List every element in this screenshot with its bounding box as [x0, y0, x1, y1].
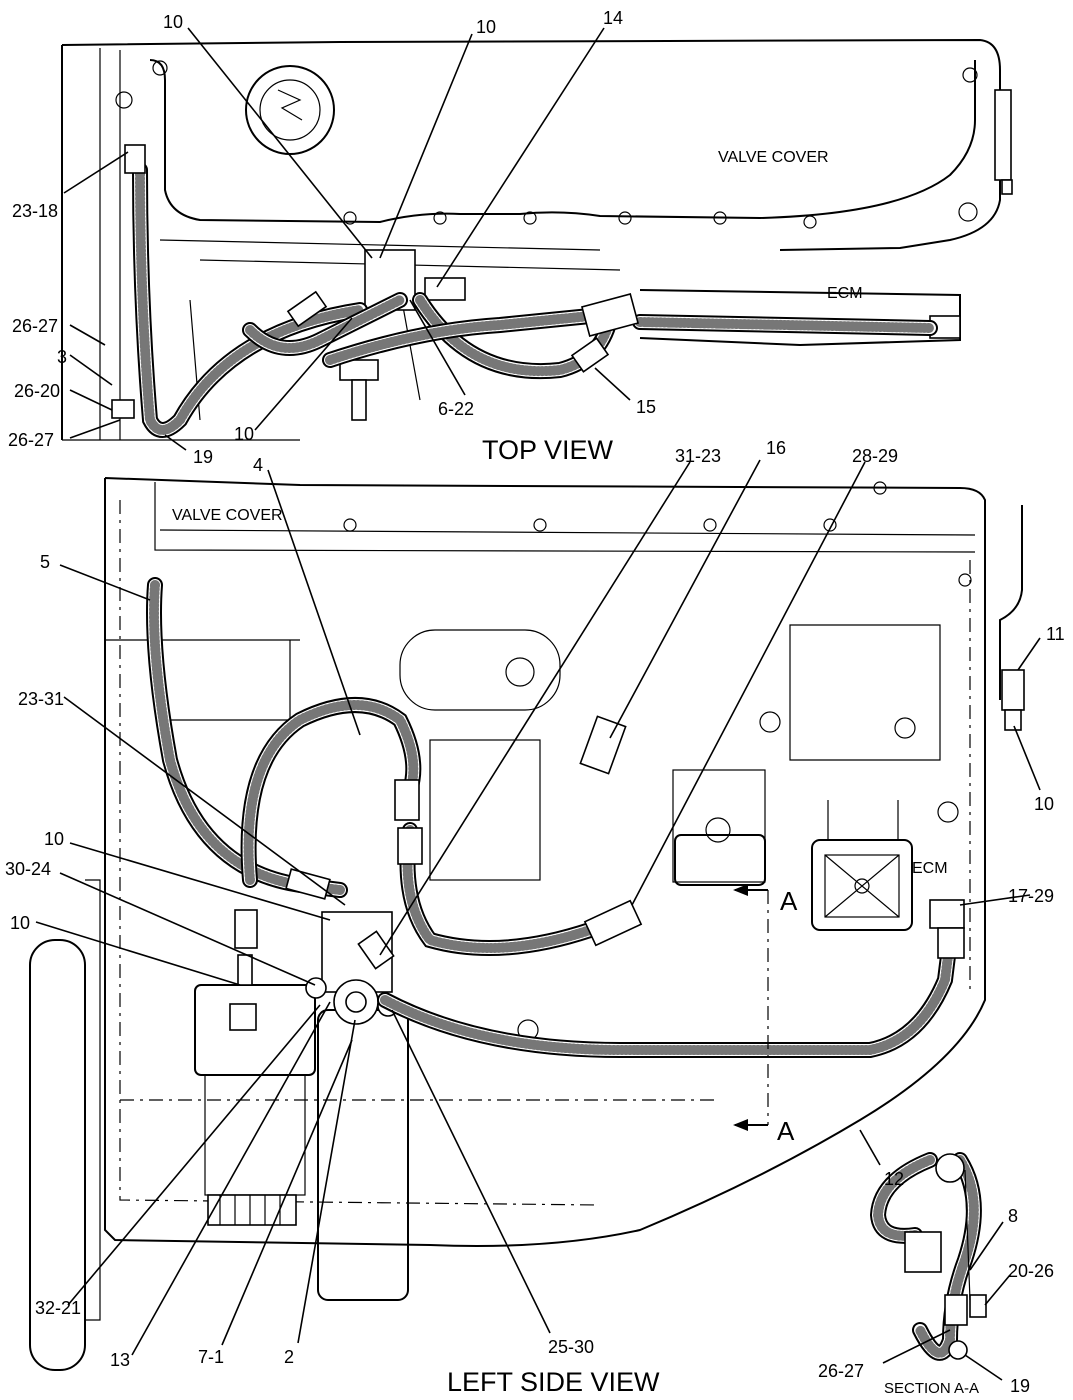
callout: 11 [1046, 624, 1065, 644]
valve-cover-side-label: VALVE COVER [172, 507, 283, 524]
callout: 26-27 [12, 316, 58, 336]
callout: 30-24 [5, 859, 51, 879]
callout: 10 [163, 12, 183, 32]
side-valve-cover-bolts [343, 481, 972, 587]
callout: 5 [40, 552, 50, 572]
section-a-a-drawing [869, 1152, 987, 1361]
callout: 17-29 [1008, 886, 1054, 906]
callout: 25-30 [548, 1337, 594, 1357]
callout: 6-22 [438, 399, 474, 419]
leader-lines [35, 27, 1041, 1381]
callout: 26-20 [14, 381, 60, 401]
callout: 16 [766, 438, 786, 458]
callout: 10 [1034, 794, 1054, 814]
ecm-side-label: ECM [912, 860, 948, 877]
callout: 32-21 [35, 1298, 81, 1318]
callout: 20-26 [1008, 1261, 1054, 1281]
left-side-view-drawing [29, 477, 1025, 1371]
callout: 28-29 [852, 446, 898, 466]
callout: 4 [253, 455, 263, 475]
callout: 26-27 [8, 430, 54, 450]
valve-cover-top-label: VALVE COVER [718, 149, 829, 166]
callout: 3 [57, 347, 67, 367]
section-callouts: 8 20-26 26-27 19 [818, 1206, 1054, 1396]
callout: 7-1 [198, 1347, 224, 1367]
top-view-callouts: 10 10 14 23-18 26-27 3 26-20 26-27 19 10… [8, 8, 656, 467]
callout: 19 [1010, 1376, 1030, 1396]
callout: 31-23 [675, 446, 721, 466]
section-marker-upper: A [780, 886, 798, 916]
callout: 10 [234, 424, 254, 444]
callout: 26-27 [818, 1361, 864, 1381]
callout: 10 [44, 829, 64, 849]
callout: 19 [193, 447, 213, 467]
callout: 15 [636, 397, 656, 417]
top-view-drawing [61, 38, 1013, 441]
callout: 12 [884, 1169, 904, 1189]
callout: 10 [10, 913, 30, 933]
callout: 2 [284, 1347, 294, 1367]
ecm-top-label: ECM [827, 285, 863, 302]
callout: 14 [603, 8, 623, 28]
callout: 23-31 [18, 689, 64, 709]
top-view-title: TOP VIEW [482, 435, 614, 465]
callout: 23-18 [12, 201, 58, 221]
callout: 8 [1008, 1206, 1018, 1226]
callout: 13 [110, 1350, 130, 1370]
section-a-a-title: SECTION A-A [884, 1380, 979, 1397]
valve-cover-bolts [115, 60, 978, 229]
callout: 10 [476, 17, 496, 37]
side-view-callouts: 4 31-23 16 28-29 5 11 10 23-31 10 30-24 … [5, 438, 1065, 1370]
section-marker-lower: A [777, 1116, 795, 1146]
left-side-view-title: LEFT SIDE VIEW [447, 1367, 660, 1397]
